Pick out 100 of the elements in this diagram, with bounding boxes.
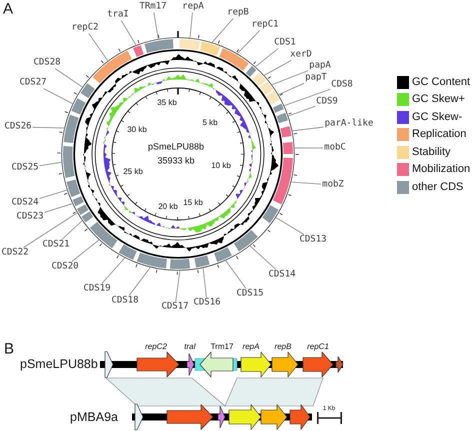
panel-letter: A (3, 2, 13, 16)
leader-line (72, 238, 100, 262)
gene-label: repA (242, 343, 260, 351)
leader-line (120, 20, 137, 46)
scale-tick-label: 30 kb (127, 126, 147, 134)
gene-arc (63, 146, 75, 178)
scale-tick-label: 10 kb (211, 162, 231, 170)
leader-line (290, 126, 324, 132)
gene-label: papT (305, 74, 327, 82)
gene-label: CDS22 (1, 248, 29, 258)
gene-feature (134, 404, 144, 430)
gene-label: CDS1 (274, 38, 296, 48)
gene-label: traI (107, 10, 129, 20)
gene-feature (136, 352, 180, 378)
gene-arc (272, 104, 284, 113)
leader-line (282, 88, 331, 106)
gene-label: CDS27 (19, 78, 47, 88)
leader-line (62, 219, 84, 240)
scale-tick-label: 5 kb (202, 119, 218, 127)
leader-line (44, 202, 74, 213)
gene-label: mobZ (322, 180, 344, 190)
gene-arc (118, 244, 137, 260)
panel-letter: B (4, 342, 14, 356)
legend-label: GC Skew+ (412, 93, 465, 106)
gene-feature (336, 356, 344, 373)
gene-label: mobC (324, 144, 346, 152)
gene-label: repC1 (307, 343, 329, 351)
gene-label: parA-like (324, 120, 374, 128)
gene-label: repA (182, 2, 204, 12)
gene-arc (179, 39, 200, 50)
gene-arc (266, 91, 280, 104)
gene-label: CDS9 (316, 98, 338, 106)
leader-line (39, 162, 64, 166)
gene-arc (92, 50, 132, 84)
scale-tick-label: 25 kb (123, 168, 143, 176)
homology-band (224, 378, 324, 406)
leader-line (224, 259, 246, 289)
leader-line (254, 48, 279, 68)
leader-line (32, 126, 66, 128)
leader-line (189, 12, 193, 40)
legend-label: other CDS (412, 181, 464, 194)
leader-line (210, 18, 234, 44)
plasmid-name: pMBA9a (70, 410, 118, 424)
leader-line (102, 256, 126, 284)
gene-arc (76, 204, 89, 215)
gene-label: CDS23 (16, 212, 44, 222)
gene-label: CDS26 (4, 122, 32, 132)
gene-label: CDS16 (193, 298, 221, 308)
gene-arc (194, 255, 210, 268)
leader-line (270, 70, 309, 86)
legend-label: Replication (412, 128, 466, 142)
plasmid-name: pSmeLPU88b (148, 142, 204, 152)
leader-line (202, 266, 207, 298)
gene-arc (136, 252, 167, 268)
leader-line (274, 216, 304, 235)
gene-arc (260, 81, 274, 95)
gene-label: traI (184, 343, 196, 351)
leader-line (128, 266, 152, 296)
gene-feature (194, 352, 238, 378)
legend-label: Mobilization (412, 163, 470, 176)
gene-arc (170, 258, 190, 269)
gene-feature (272, 352, 298, 378)
gene-label: xerD (290, 50, 312, 60)
leader-line (277, 82, 305, 96)
gene-arc (144, 39, 174, 54)
gene-arc (200, 42, 220, 56)
gene-arc (214, 247, 232, 262)
gene-arc (276, 112, 288, 124)
gene-label: CDS21 (42, 240, 70, 250)
leader-line (290, 182, 322, 185)
gene-label: CDS8 (331, 80, 353, 90)
gene-label: CDS14 (268, 270, 296, 280)
gene-arc (252, 72, 266, 86)
gene-arc (234, 230, 258, 252)
gene-feature (104, 351, 114, 378)
gene-arc (280, 126, 292, 138)
gene-feature (218, 406, 226, 428)
gene-label: CDS28 (33, 58, 61, 68)
homology-band (105, 378, 226, 406)
gene-label: CDS19 (83, 284, 111, 294)
leader-line (175, 269, 180, 302)
leader-line (43, 88, 74, 105)
gene-label: CDS17 (161, 302, 189, 312)
gene-feature (166, 404, 214, 430)
plasmid-name: pSmeLPU88b (20, 358, 98, 370)
gene-label: repB (274, 343, 292, 351)
gene-label: repC2 (145, 343, 167, 351)
gene-arc (262, 205, 279, 224)
gene-label: repC2 (71, 24, 99, 32)
leader-line (262, 60, 292, 76)
gene-arc (64, 114, 79, 143)
gene-arc (246, 66, 256, 77)
scale-tick-label: 35 kb (157, 99, 177, 107)
gene-feature (290, 404, 310, 430)
gene-feature (260, 404, 288, 430)
gene-arc (71, 98, 86, 114)
gene-label: CDS18 (111, 296, 139, 306)
gene-label: CDS15 (236, 290, 264, 298)
gene-label: CDS24 (11, 198, 39, 208)
plasmid-size: 35933 kb (157, 156, 195, 166)
